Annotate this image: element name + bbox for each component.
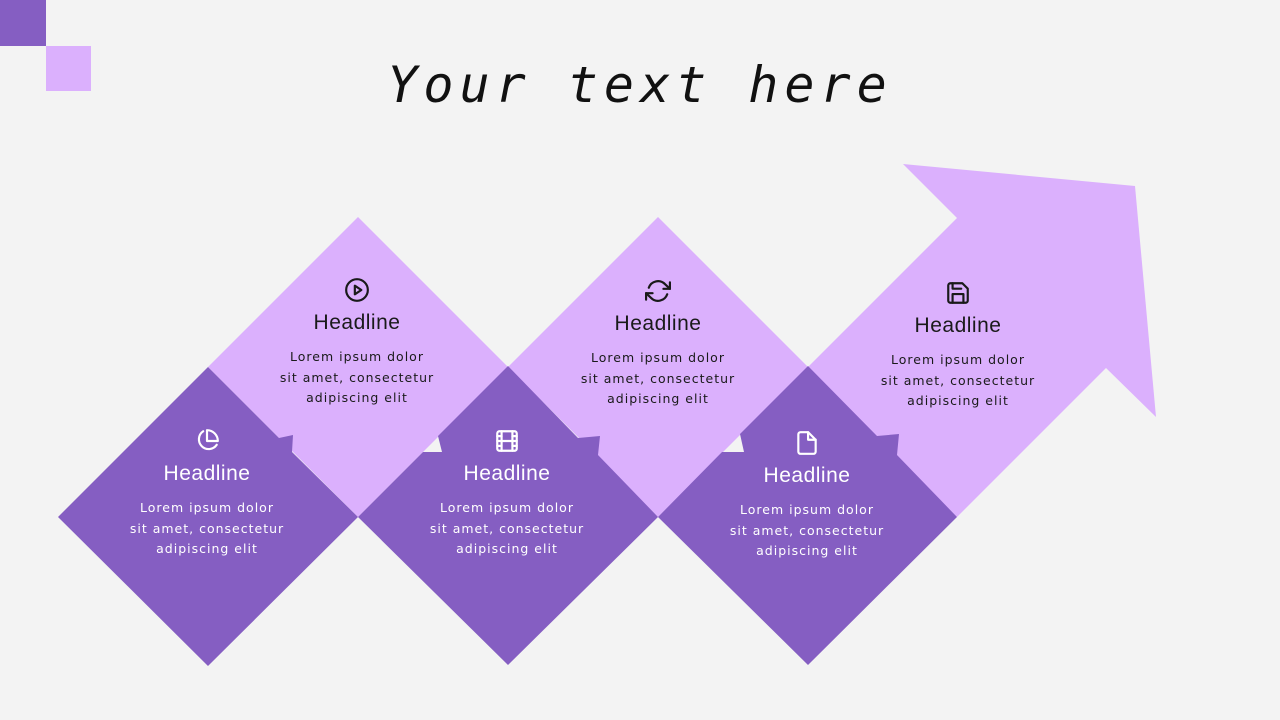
step-description: Lorem ipsum dolor sit amet, consectetur … <box>279 349 435 405</box>
file-icon <box>797 431 817 455</box>
refresh-icon <box>645 280 671 302</box>
corner-square-dark <box>0 0 46 46</box>
step-headline: Headline <box>163 462 251 485</box>
step-3: Headline Lorem ipsum dolor sit amet, con… <box>407 428 607 560</box>
pie-chart-icon <box>197 429 219 451</box>
film-icon <box>496 430 518 452</box>
step-headline: Headline <box>914 314 1002 337</box>
step-headline: Headline <box>763 464 851 487</box>
save-icon <box>947 282 969 304</box>
step-1: Headline Lorem ipsum dolor sit amet, con… <box>107 428 307 560</box>
step-6: Headline Lorem ipsum dolor sit amet, con… <box>858 280 1058 412</box>
dark-diamond-1 <box>58 367 358 666</box>
step-headline: Headline <box>614 312 702 335</box>
step-description: Lorem ipsum dolor sit amet, consectetur … <box>729 502 885 558</box>
corner-square-light <box>46 46 91 91</box>
slide-title: Your text here <box>387 56 893 114</box>
step-description: Lorem ipsum dolor sit amet, consectetur … <box>129 500 285 556</box>
dark-diamond-3 <box>658 366 957 665</box>
arrow-head-shape <box>808 164 1156 517</box>
step-headline: Headline <box>313 311 401 334</box>
step-5: Headline Lorem ipsum dolor sit amet, con… <box>707 430 907 562</box>
dark-diamond-2 <box>358 366 658 665</box>
step-description: Lorem ipsum dolor sit amet, consectetur … <box>880 352 1036 408</box>
step-4: Headline Lorem ipsum dolor sit amet, con… <box>558 278 758 410</box>
step-headline: Headline <box>463 462 551 485</box>
play-circle-icon <box>345 278 369 302</box>
step-description: Lorem ipsum dolor sit amet, consectetur … <box>429 500 585 556</box>
step-2: Headline Lorem ipsum dolor sit amet, con… <box>257 277 457 409</box>
step-description: Lorem ipsum dolor sit amet, consectetur … <box>580 350 736 406</box>
